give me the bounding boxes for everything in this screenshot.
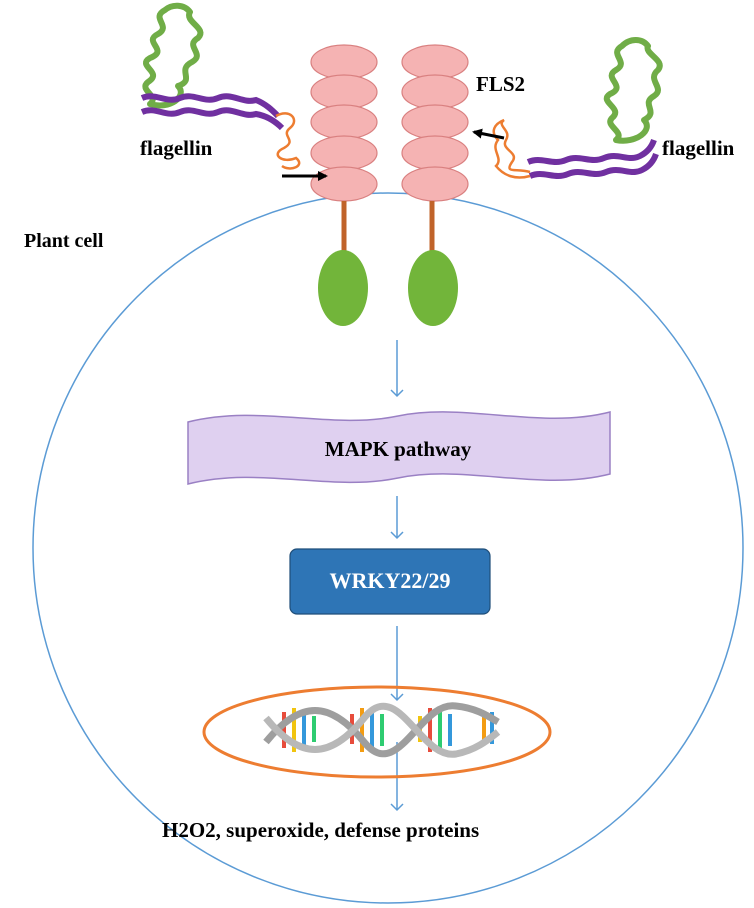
dna-helix-icon	[263, 702, 501, 758]
kinase-domain-right	[408, 250, 458, 326]
flagellin-protein-icon-right	[492, 37, 663, 179]
flagellin-filament-left	[140, 93, 285, 131]
flagellin-head-left	[142, 2, 204, 109]
flagellin-label-right: flagellin	[662, 136, 735, 160]
fls2-lrr-domain-left	[310, 44, 378, 202]
nucleus	[202, 685, 552, 779]
wrky-label: WRKY22/29	[330, 568, 451, 593]
flagellin-tail-left	[275, 112, 301, 170]
flagellin-head-right	[603, 37, 663, 144]
flagellin-protein-icon	[140, 2, 301, 170]
output-label: H2O2, superoxide, defense proteins	[162, 818, 480, 842]
fls2-lrr-domain-right	[401, 44, 469, 202]
mapk-pathway-banner	[187, 411, 611, 485]
wrky-box	[289, 548, 491, 615]
flagellin-label-left: flagellin	[140, 136, 213, 160]
fls2-receptor-right	[401, 44, 469, 326]
kinase-domain-left	[318, 250, 368, 326]
plant-cell-membrane	[32, 192, 744, 904]
flagellin-filament-right	[526, 138, 659, 179]
flagellin-tail-right	[492, 118, 531, 179]
binding-arrow-right	[472, 128, 505, 140]
fls2-label: FLS2	[476, 72, 526, 96]
fls2-receptor-left	[310, 44, 378, 326]
mapk-pathway-label: MAPK pathway	[325, 437, 472, 461]
plant-cell-label: Plant cell	[24, 230, 104, 252]
